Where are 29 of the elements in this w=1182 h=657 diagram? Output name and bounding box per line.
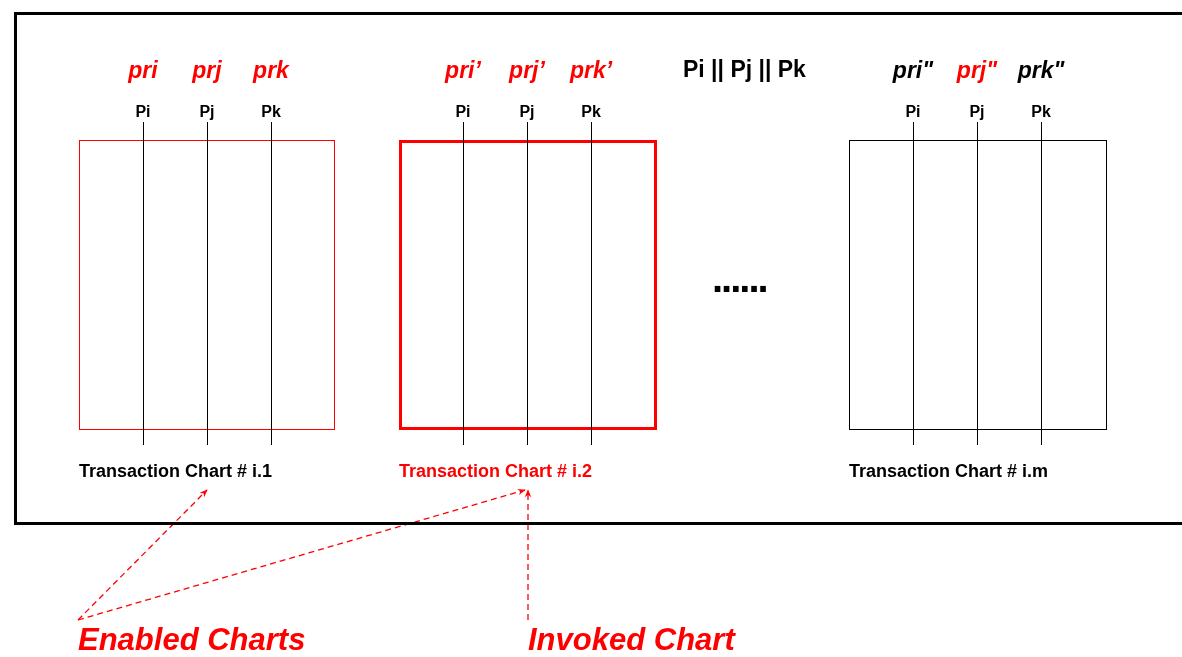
process-priority-label: prk — [253, 56, 289, 85]
process-priority-label: prj" — [956, 56, 998, 85]
callout-text: Invoked Chart — [528, 620, 735, 657]
process-label: Pi — [905, 102, 921, 122]
frame-box — [14, 12, 1182, 525]
dashed-arrow — [77, 488, 526, 621]
chart-title: Transaction Chart # i.m — [849, 460, 1049, 483]
process-priority-label: prk" — [1017, 56, 1065, 85]
process-label: Pj — [199, 102, 215, 122]
dashed-arrow — [77, 489, 208, 621]
process-label: Pj — [519, 102, 535, 122]
process-priority-label: prj — [192, 56, 222, 85]
process-priority-label: prk’ — [569, 56, 613, 85]
process-priority-label: prj’ — [509, 56, 545, 85]
process-priority-label: pri" — [892, 56, 934, 85]
parallel-composition-label: Pi || Pj || Pk — [683, 55, 806, 84]
process-label: Pk — [1031, 102, 1051, 122]
chart-title: Transaction Chart # i.1 — [79, 460, 273, 483]
process-label: Pi — [455, 102, 471, 122]
process-priority-label: pri’ — [445, 56, 481, 85]
process-label: Pi — [135, 102, 151, 122]
process-label: Pk — [261, 102, 281, 122]
ellipsis-dots: ...... — [712, 255, 767, 302]
process-priority-label: pri — [128, 56, 158, 85]
chart-title: Transaction Chart # i.2 — [399, 460, 593, 483]
callout-text: Enabled Charts — [78, 620, 306, 657]
process-label: Pk — [581, 102, 601, 122]
dashed-arrow — [524, 489, 532, 621]
process-label: Pj — [969, 102, 985, 122]
